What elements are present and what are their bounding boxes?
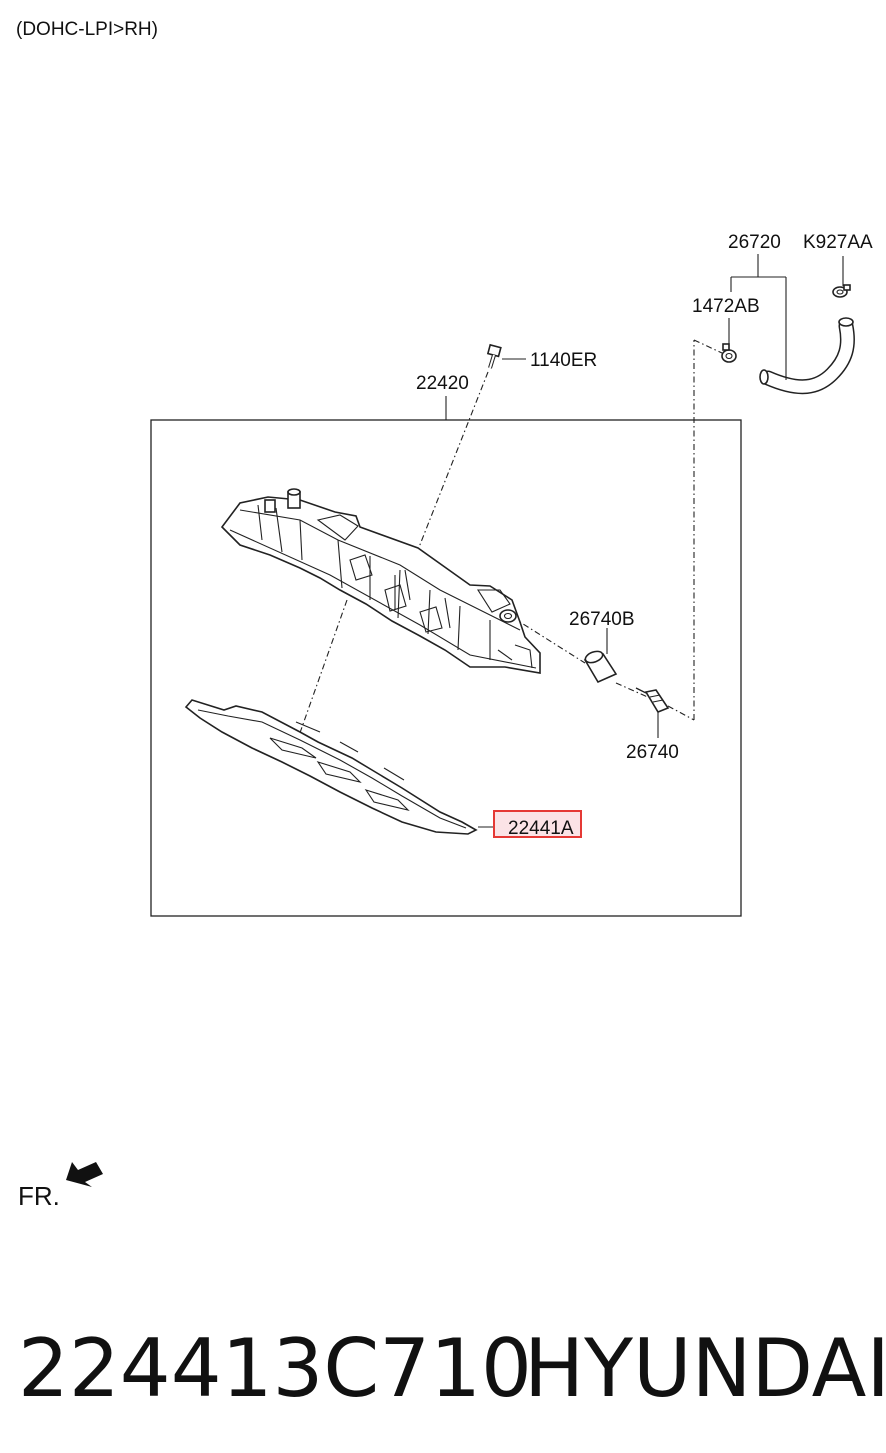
- callout-gasket[interactable]: 22441A: [508, 818, 574, 839]
- brand-name: HYUNDAI: [524, 1322, 886, 1415]
- pcv-valve-part[interactable]: [635, 687, 670, 713]
- part-number: 224413C710: [18, 1322, 532, 1415]
- alignment-lines: [295, 339, 723, 745]
- callout-hose: 26720: [728, 232, 781, 253]
- callout-clamp-outer: K927AA: [803, 232, 873, 253]
- hose-leaders: [728, 254, 844, 380]
- variant-header: (DOHC-LPI>RH): [16, 19, 158, 40]
- callout-pcv-valve: 26740: [626, 742, 679, 763]
- callout-grommet: 26740B: [569, 609, 635, 630]
- gasket-highlight-box[interactable]: [493, 810, 582, 838]
- front-arrow-icon: [66, 1162, 103, 1187]
- breather-hose-part[interactable]: [759, 317, 855, 395]
- callout-clamp-inner: 1472AB: [692, 296, 760, 317]
- gasket-part[interactable]: [184, 699, 478, 835]
- callout-cover-assembly: 22420: [416, 373, 469, 394]
- grommet-part[interactable]: [583, 649, 618, 684]
- orientation-label: FR.: [18, 1181, 60, 1211]
- hose-clamp-outer-part[interactable]: [832, 284, 851, 298]
- rocker-cover-part[interactable]: [220, 488, 541, 674]
- bolt-part[interactable]: [486, 343, 502, 369]
- assembly-frame: [150, 419, 742, 917]
- callout-bolt: 1140ER: [530, 350, 597, 371]
